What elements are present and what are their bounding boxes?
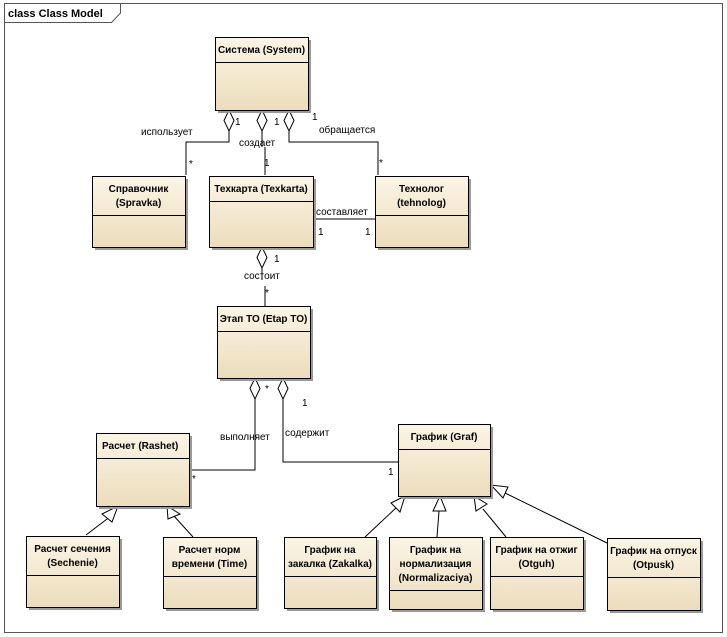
class-otpusk[interactable]: График на отпуск (Otpusk)	[607, 538, 704, 614]
association-label-uses: использует	[141, 127, 193, 138]
multiplicity-contains-source: 1	[302, 398, 308, 409]
multiplicity-contains-target: 1	[388, 467, 394, 478]
class-sechenie-title-line1: Расчет сечения	[34, 544, 111, 555]
multiplicity-uses-target: *	[189, 159, 193, 170]
association-label-consists: состоит	[244, 271, 280, 282]
class-system[interactable]: Система (System)	[215, 37, 312, 114]
class-spravka-box	[92, 176, 186, 248]
association-composes[interactable]: составляет 1 1	[313, 207, 375, 238]
multiplicity-performs-target: *	[192, 474, 196, 485]
class-otguh-title-line1: График на отжиг	[495, 544, 577, 556]
diagram-frame: class Class Model	[4, 3, 723, 633]
class-spravka-title-line1: Справочник	[109, 184, 170, 195]
multiplicity-composes-target: 1	[365, 227, 371, 238]
multiplicity-consists-source: 1	[274, 254, 280, 265]
class-graf-title-line1: График (Graf)	[411, 431, 478, 443]
association-label-performs: выполняет	[220, 432, 270, 443]
multiplicity-consists-target: *	[265, 288, 269, 299]
generalization-otguh-graf[interactable]	[473, 495, 507, 538]
association-label-creates: создает	[239, 138, 276, 149]
class-otpusk-box	[607, 538, 701, 611]
class-rashet-title-line1: Расчет (Rashet)	[102, 441, 178, 452]
class-rashet-box	[96, 433, 190, 507]
class-texkarta-box	[209, 176, 314, 248]
class-etap-title-line1: Этап ТО (Etap TO)	[220, 314, 308, 325]
class-normalizaciya-title-line1: График на	[410, 544, 462, 556]
class-zakalka[interactable]: График на закалка (Zakalka)	[284, 537, 380, 612]
association-contains[interactable]: содержит 1 1	[277, 376, 398, 478]
generalization-time-rashet[interactable]	[166, 505, 194, 538]
class-otguh-title-line2: (Otguh)	[518, 559, 554, 570]
class-time[interactable]: Расчет норм времени (Time)	[163, 537, 260, 612]
generalization-zakalka-graf[interactable]	[364, 495, 406, 538]
class-texkarta-title-line1: Техкарта (Texkarta)	[214, 184, 307, 195]
class-normalizaciya-title-line3: (Normalizaciya)	[399, 573, 473, 584]
multiplicity-performs-source: *	[265, 384, 269, 395]
generalization-normalizaciya-graf[interactable]	[432, 494, 447, 538]
association-label-contains: содержит	[285, 428, 330, 439]
class-time-title-line1: Расчет норм	[179, 545, 241, 556]
class-graf[interactable]: График (Graf)	[398, 424, 494, 500]
association-label-composes: составляет	[316, 207, 368, 218]
multiplicity-addresses-source: 1	[312, 112, 318, 123]
class-sechenie-box	[26, 536, 120, 608]
generalization-otpusk-graf[interactable]	[489, 484, 608, 544]
class-system-title-line1: Система (System)	[218, 45, 305, 56]
class-otpusk-title-line2: (Otpusk)	[633, 560, 674, 571]
class-normalizaciya[interactable]: График на нормализация (Normalizaciya)	[389, 537, 486, 613]
association-consists[interactable]: состоит 1 *	[244, 245, 280, 306]
class-spravka-title-line2: (Spravka)	[116, 198, 162, 209]
multiplicity-creates-target: 1	[264, 158, 270, 169]
association-performs[interactable]: выполняет * *	[190, 376, 270, 485]
class-sechenie-title-line2: (Sechenie)	[47, 558, 98, 569]
class-texkarta[interactable]: Техкарта (Texkarta)	[209, 176, 317, 251]
class-normalizaciya-title-line2: нормализация	[400, 559, 472, 570]
class-otpusk-title-line1: График на отпуск	[610, 545, 698, 557]
class-normalizaciya-box	[389, 537, 483, 610]
multiplicity-creates-source: 1	[274, 117, 280, 128]
class-graf-box	[398, 424, 491, 497]
frame-title: class Class Model	[8, 8, 103, 20]
class-tehnolog[interactable]: Технолог (tehnolog)	[375, 176, 472, 251]
class-tehnolog-title-line1: Технолог	[399, 184, 444, 195]
class-zakalka-title-line1: График на	[304, 544, 356, 556]
association-label-addresses: обращается	[319, 124, 375, 136]
class-time-box	[163, 537, 257, 609]
multiplicity-composes-source: 1	[318, 227, 324, 238]
class-otguh[interactable]: График на отжиг (Otguh)	[490, 537, 587, 613]
class-otguh-box	[490, 537, 584, 610]
class-etap[interactable]: Этап ТО (Etap TO)	[217, 306, 314, 382]
multiplicity-addresses-target: *	[379, 158, 383, 169]
class-tehnolog-box	[375, 176, 469, 248]
class-rashet[interactable]: Расчет (Rashet)	[96, 433, 193, 510]
association-creates[interactable]: создает 1 1	[239, 108, 280, 175]
association-uses[interactable]: использует 1 *	[141, 108, 241, 175]
generalization-sechenie-rashet[interactable]	[85, 504, 119, 536]
association-addresses[interactable]: обращается 1 *	[283, 108, 383, 175]
class-zakalka-box	[284, 537, 377, 609]
class-spravka[interactable]: Справочник (Spravka)	[92, 176, 189, 251]
multiplicity-uses-source: 1	[235, 117, 241, 128]
class-system-box	[215, 37, 309, 111]
class-sechenie[interactable]: Расчет сечения (Sechenie)	[26, 536, 123, 611]
class-etap-box	[217, 306, 311, 379]
class-time-title-line2: времени (Time)	[172, 559, 247, 570]
class-zakalka-title-line2: закалка (Zakalka)	[288, 559, 372, 570]
class-tehnolog-title-line2: (tehnolog)	[397, 198, 446, 209]
